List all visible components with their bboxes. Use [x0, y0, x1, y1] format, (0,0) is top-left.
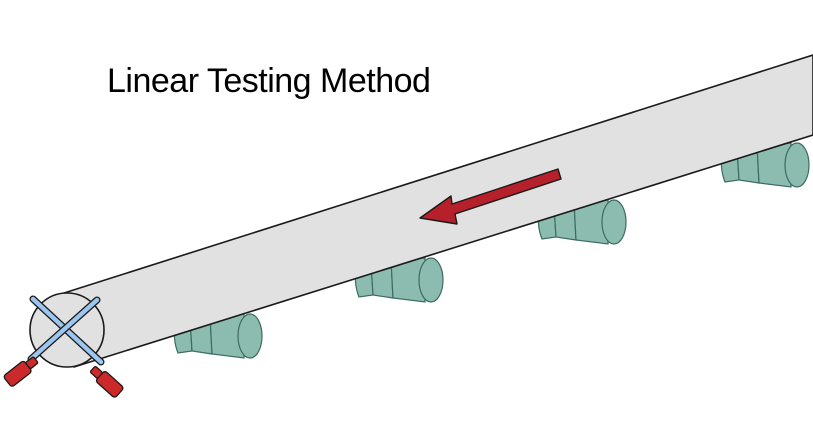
- diagram-title: Linear Testing Method: [107, 62, 431, 100]
- flow-direction-arrow-icon: [419, 168, 562, 225]
- probe-tools-icon: [3, 295, 124, 398]
